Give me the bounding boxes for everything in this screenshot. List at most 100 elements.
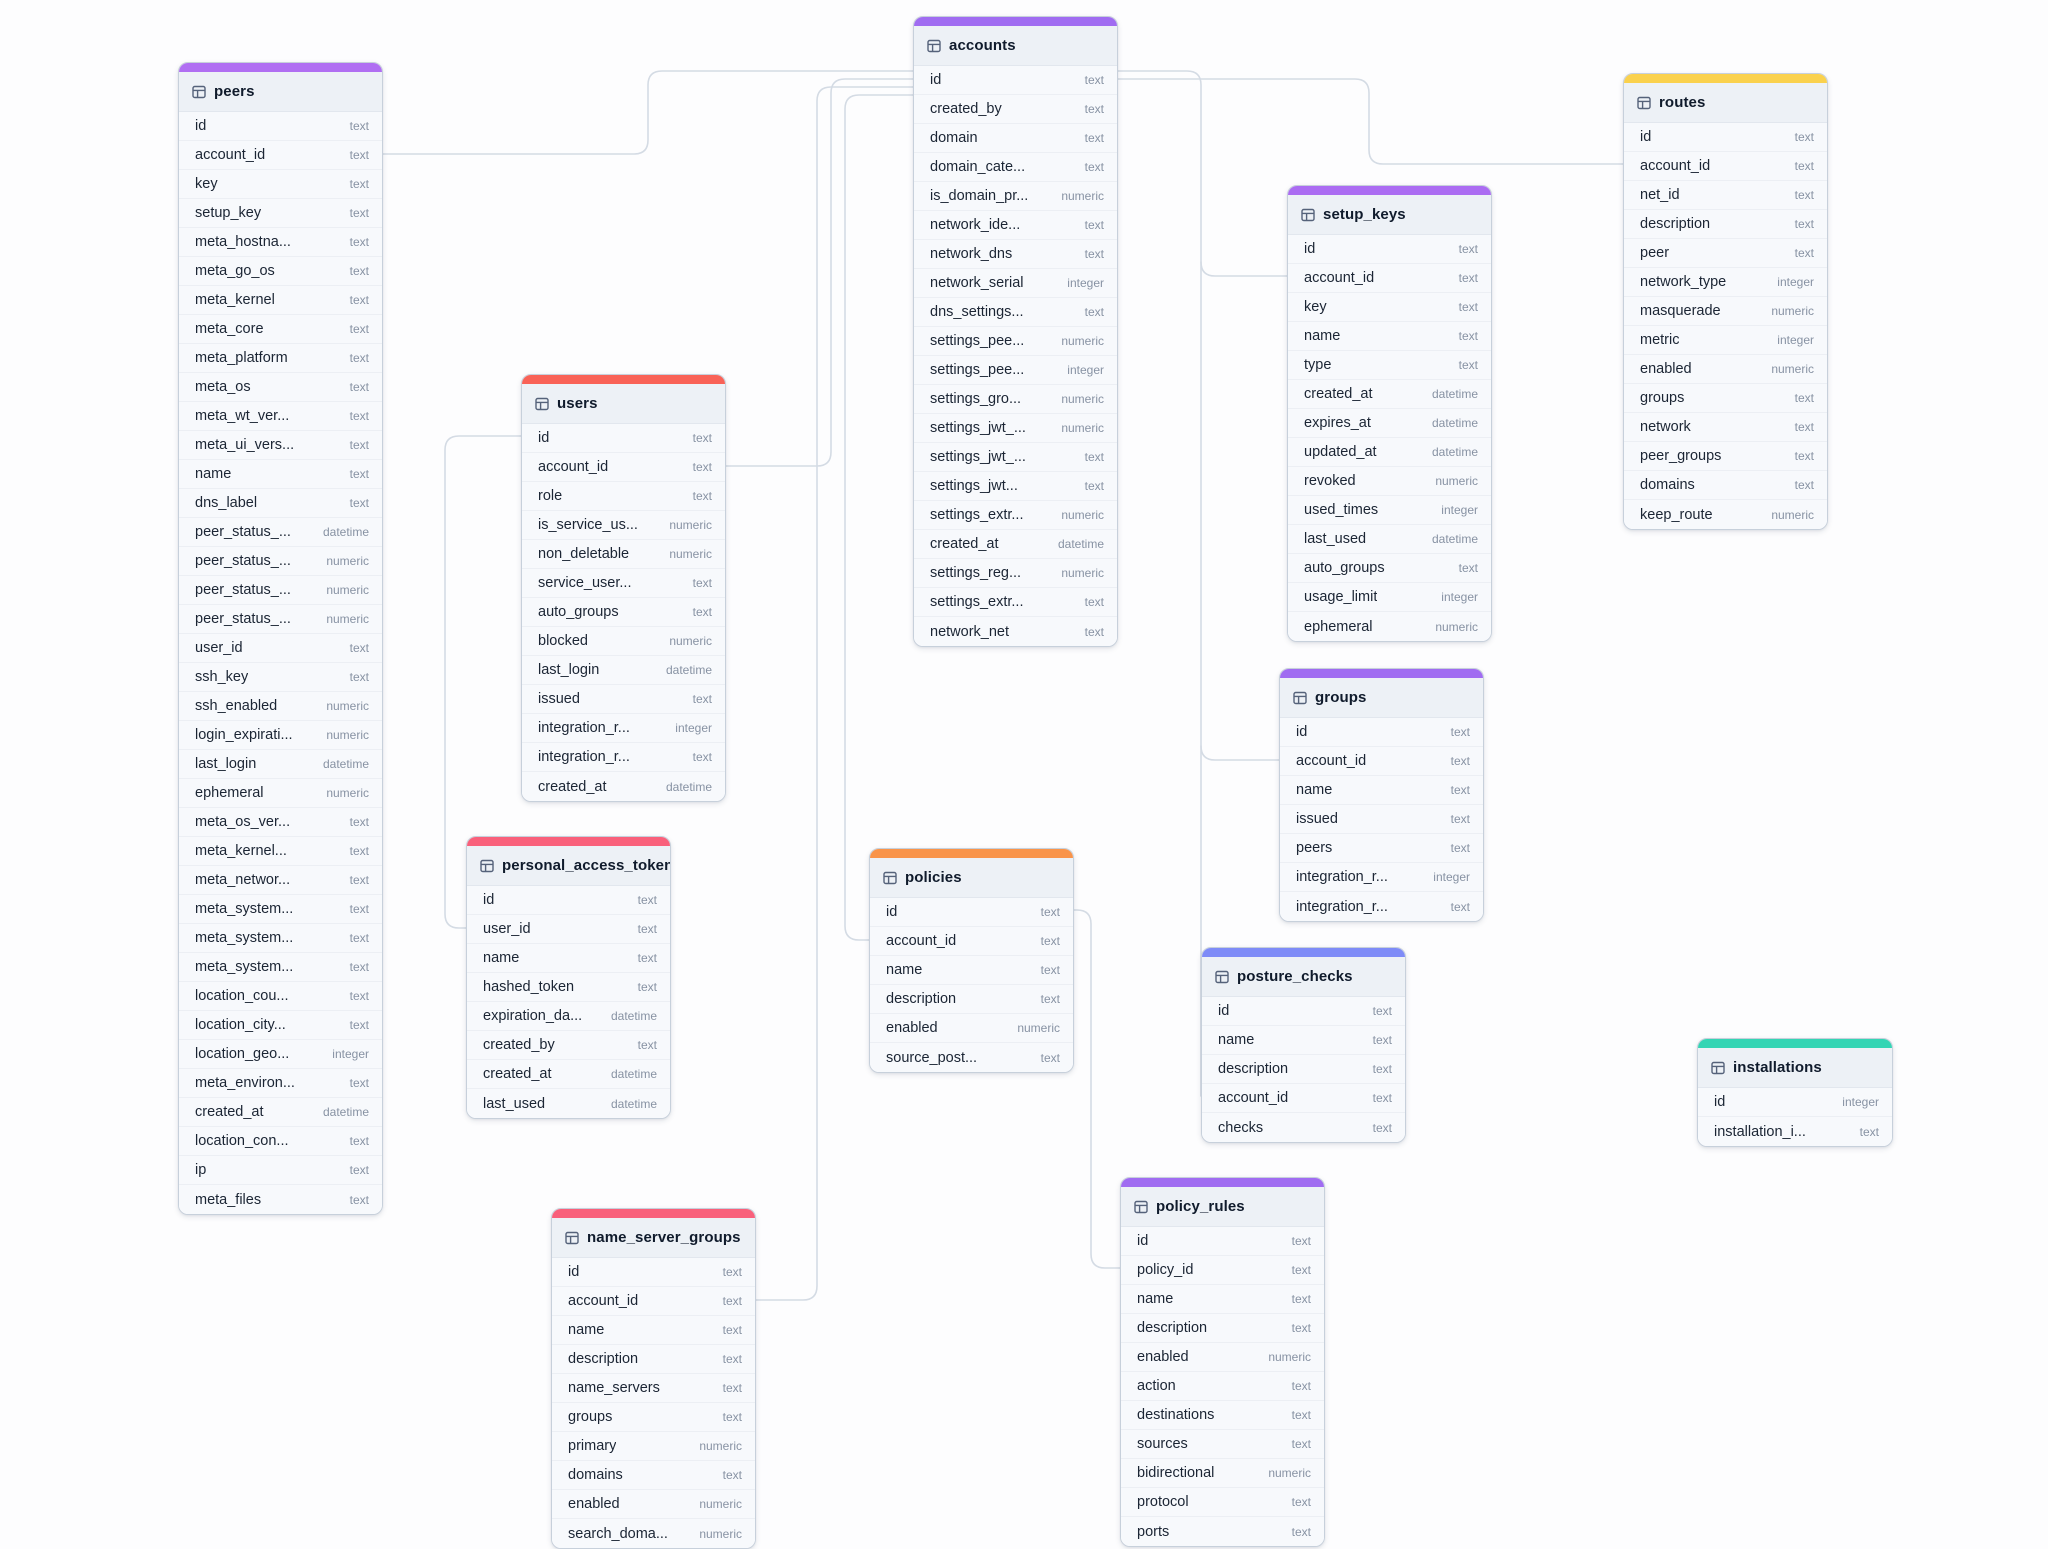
table-field-row[interactable]: is_service_us... numeric (522, 511, 725, 540)
table-field-row[interactable]: ip text (179, 1156, 382, 1185)
table-field-row[interactable]: user_id text (179, 634, 382, 663)
table-field-row[interactable]: meta_system... text (179, 924, 382, 953)
table-field-row[interactable]: metric integer (1624, 326, 1827, 355)
table-field-row[interactable]: created_at datetime (1288, 380, 1491, 409)
table-field-row[interactable]: network_net text (914, 617, 1117, 646)
table-field-row[interactable]: keep_route numeric (1624, 500, 1827, 529)
table-header[interactable]: peers (179, 72, 382, 112)
table-field-row[interactable]: id text (522, 424, 725, 453)
table-field-row[interactable]: expiration_da... datetime (467, 1002, 670, 1031)
table-field-row[interactable]: action text (1121, 1372, 1324, 1401)
table-field-row[interactable]: id text (179, 112, 382, 141)
table-field-row[interactable]: primary numeric (552, 1432, 755, 1461)
table-field-row[interactable]: source_post... text (870, 1043, 1073, 1072)
table-field-row[interactable]: last_used datetime (467, 1089, 670, 1118)
table-card-routes[interactable]: routes id text account_id text net_id te… (1623, 73, 1828, 530)
table-field-row[interactable]: integration_r... integer (522, 714, 725, 743)
table-field-row[interactable]: domain_cate... text (914, 153, 1117, 182)
table-field-row[interactable]: account_id text (1202, 1084, 1405, 1113)
table-field-row[interactable]: account_id text (552, 1287, 755, 1316)
table-card-personal_access_tokens[interactable]: personal_access_tokens id text user_id t… (466, 836, 671, 1119)
table-field-row[interactable]: blocked numeric (522, 627, 725, 656)
table-field-row[interactable]: ephemeral numeric (179, 779, 382, 808)
relationship-connector[interactable] (1200, 261, 1288, 277)
table-field-row[interactable]: checks text (1202, 1113, 1405, 1142)
table-field-row[interactable]: id text (1624, 123, 1827, 152)
table-field-row[interactable]: description text (1202, 1055, 1405, 1084)
table-field-row[interactable]: last_login datetime (522, 656, 725, 685)
table-field-row[interactable]: account_id text (1624, 152, 1827, 181)
table-field-row[interactable]: is_domain_pr... numeric (914, 182, 1117, 211)
table-header[interactable]: installations (1698, 1048, 1892, 1088)
table-field-row[interactable]: last_used datetime (1288, 525, 1491, 554)
table-field-row[interactable]: ephemeral numeric (1288, 612, 1491, 641)
table-header[interactable]: setup_keys (1288, 195, 1491, 235)
table-field-row[interactable]: issued text (522, 685, 725, 714)
table-field-row[interactable]: peer_status_... datetime (179, 518, 382, 547)
table-field-row[interactable]: location_cou... text (179, 982, 382, 1011)
table-field-row[interactable]: meta_files text (179, 1185, 382, 1214)
table-header[interactable]: name_server_groups (552, 1218, 755, 1258)
table-field-row[interactable]: meta_system... text (179, 895, 382, 924)
table-field-row[interactable]: bidirectional numeric (1121, 1459, 1324, 1488)
table-field-row[interactable]: peer_groups text (1624, 442, 1827, 471)
table-field-row[interactable]: used_times integer (1288, 496, 1491, 525)
table-field-row[interactable]: revoked numeric (1288, 467, 1491, 496)
table-field-row[interactable]: meta_kernel text (179, 286, 382, 315)
table-field-row[interactable]: network_ide... text (914, 211, 1117, 240)
table-header[interactable]: personal_access_tokens (467, 846, 670, 886)
table-field-row[interactable]: account_id text (179, 141, 382, 170)
table-field-row[interactable]: settings_jwt_... text (914, 443, 1117, 472)
table-field-row[interactable]: account_id text (1280, 747, 1483, 776)
table-card-policy_rules[interactable]: policy_rules id text policy_id text name… (1120, 1177, 1325, 1547)
table-field-row[interactable]: net_id text (1624, 181, 1827, 210)
table-field-row[interactable]: meta_kernel... text (179, 837, 382, 866)
table-field-row[interactable]: groups text (552, 1403, 755, 1432)
table-header[interactable]: accounts (914, 26, 1117, 66)
table-field-row[interactable]: id text (467, 886, 670, 915)
table-field-row[interactable]: settings_jwt_... numeric (914, 414, 1117, 443)
table-field-row[interactable]: id integer (1698, 1088, 1892, 1117)
table-card-accounts[interactable]: accounts id text created_by text domain … (913, 16, 1118, 647)
table-field-row[interactable]: account_id text (1288, 264, 1491, 293)
table-field-row[interactable]: ssh_enabled numeric (179, 692, 382, 721)
table-field-row[interactable]: settings_reg... numeric (914, 559, 1117, 588)
table-field-row[interactable]: settings_pee... numeric (914, 327, 1117, 356)
table-field-row[interactable]: dns_label text (179, 489, 382, 518)
table-field-row[interactable]: created_at datetime (914, 530, 1117, 559)
table-field-row[interactable]: policy_id text (1121, 1256, 1324, 1285)
table-card-installations[interactable]: installations id integer installation_i.… (1697, 1038, 1893, 1147)
table-header[interactable]: policy_rules (1121, 1187, 1324, 1227)
table-field-row[interactable]: user_id text (467, 915, 670, 944)
table-field-row[interactable]: integration_r... integer (1280, 863, 1483, 892)
table-field-row[interactable]: meta_os_ver... text (179, 808, 382, 837)
table-card-posture_checks[interactable]: posture_checks id text name text descrip… (1201, 947, 1406, 1143)
table-header[interactable]: posture_checks (1202, 957, 1405, 997)
table-field-row[interactable]: peer_status_... numeric (179, 605, 382, 634)
table-field-row[interactable]: non_deletable numeric (522, 540, 725, 569)
table-field-row[interactable]: id text (1202, 997, 1405, 1026)
relationship-connector[interactable] (1200, 745, 1280, 761)
table-field-row[interactable]: expires_at datetime (1288, 409, 1491, 438)
table-field-row[interactable]: description text (1624, 210, 1827, 239)
table-field-row[interactable]: network_type integer (1624, 268, 1827, 297)
relationship-connector[interactable] (444, 435, 522, 929)
table-field-row[interactable]: created_at datetime (467, 1060, 670, 1089)
table-field-row[interactable]: account_id text (870, 927, 1073, 956)
table-header[interactable]: groups (1280, 678, 1483, 718)
relationship-connector[interactable] (380, 70, 914, 155)
table-field-row[interactable]: enabled numeric (1121, 1343, 1324, 1372)
relationship-connector[interactable] (1114, 70, 1202, 1097)
table-field-row[interactable]: meta_platform text (179, 344, 382, 373)
relationship-connector[interactable] (844, 94, 914, 941)
table-card-groups[interactable]: groups id text account_id text name text… (1279, 668, 1484, 922)
table-field-row[interactable]: enabled numeric (870, 1014, 1073, 1043)
table-field-row[interactable]: id text (1288, 235, 1491, 264)
table-field-row[interactable]: ports text (1121, 1517, 1324, 1546)
table-field-row[interactable]: network text (1624, 413, 1827, 442)
table-field-row[interactable]: id text (1121, 1227, 1324, 1256)
table-field-row[interactable]: id text (1280, 718, 1483, 747)
table-field-row[interactable]: issued text (1280, 805, 1483, 834)
table-card-setup_keys[interactable]: setup_keys id text account_id text key t… (1287, 185, 1492, 642)
table-field-row[interactable]: groups text (1624, 384, 1827, 413)
